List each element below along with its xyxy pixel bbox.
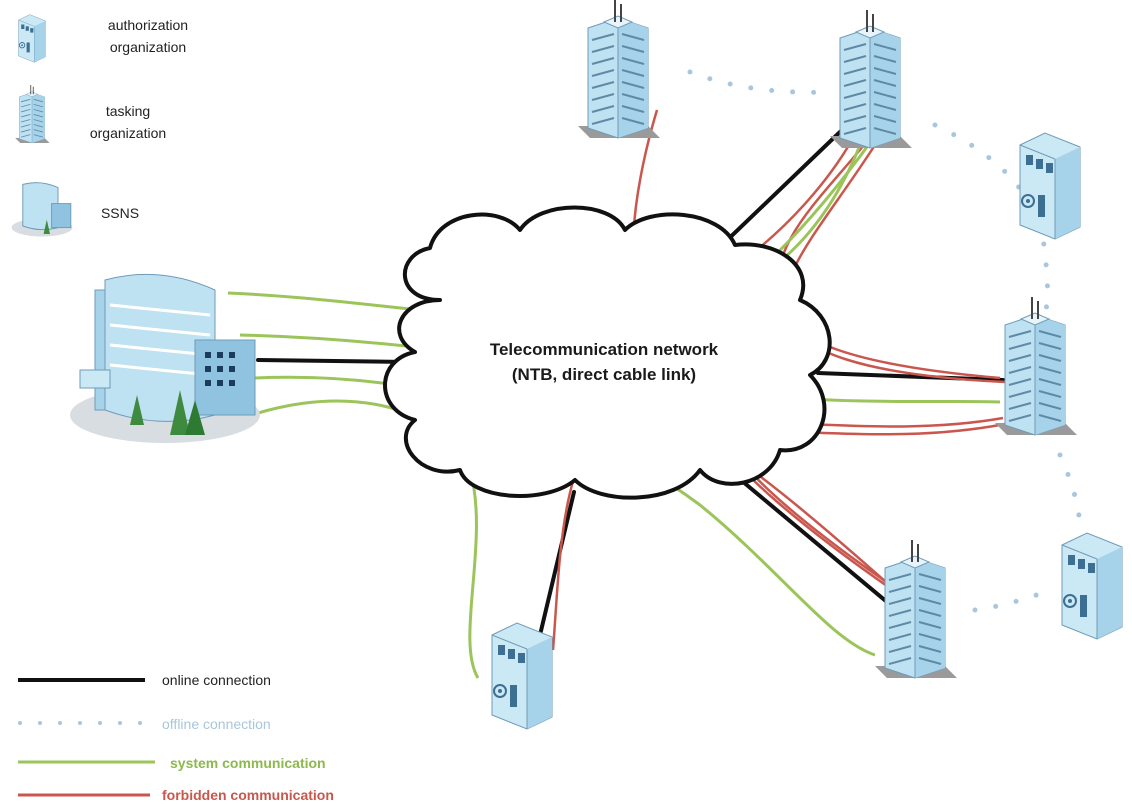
online-link-tower-bottomright: [734, 474, 895, 609]
cloud-label-line1: Telecommunication network: [490, 340, 719, 359]
online-link-ssns: [256, 358, 412, 364]
cloud-label-line2: (NTB, direct cable link): [512, 365, 696, 384]
offline-link-bottom: [972, 589, 1048, 613]
ssns-legend-label: SSNS: [101, 205, 139, 221]
authorization-legend-line2: organization: [110, 39, 186, 55]
offline-legend-label: offline connection: [162, 716, 271, 732]
tasking-organization-top-right: [829, 9, 913, 149]
online-link-auth-bottom: [538, 490, 576, 637]
authorization-legend-line1: authorization: [108, 17, 188, 33]
tasking-organization-right: [994, 296, 1078, 436]
tasking-organization-icon: [14, 84, 51, 144]
offline-link-right-lower: [1057, 452, 1083, 533]
tasking-legend-line1: tasking: [106, 103, 150, 119]
online-link-tower-topright: [718, 128, 844, 249]
line-legend: online connection offline connection sys…: [18, 672, 334, 803]
authorization-organization-icon: [18, 14, 46, 63]
forbidden-legend-label: forbidden communication: [162, 787, 334, 803]
tasking-organization-bottom-right: [874, 539, 958, 679]
offline-connections: [687, 69, 1083, 613]
authorization-organization-right-top: [1019, 132, 1081, 240]
system-legend-label: system communication: [170, 755, 326, 771]
authorization-organization-right-bottom: [1061, 532, 1123, 640]
authorization-organization-bottom: [491, 622, 553, 730]
tasking-legend-line2: organization: [90, 125, 166, 141]
offline-link-towers-top: [687, 69, 833, 95]
tasking-organization-top-left: [577, 0, 661, 139]
online-connections: [256, 128, 1005, 637]
icon-legend: authorization organization tasking organ…: [11, 14, 188, 237]
ssns-main-building: [70, 273, 260, 443]
online-legend-label: online connection: [162, 672, 271, 688]
ssns-icon: [11, 182, 73, 237]
telecom-cloud: Telecommunication network (NTB, direct c…: [383, 205, 832, 500]
